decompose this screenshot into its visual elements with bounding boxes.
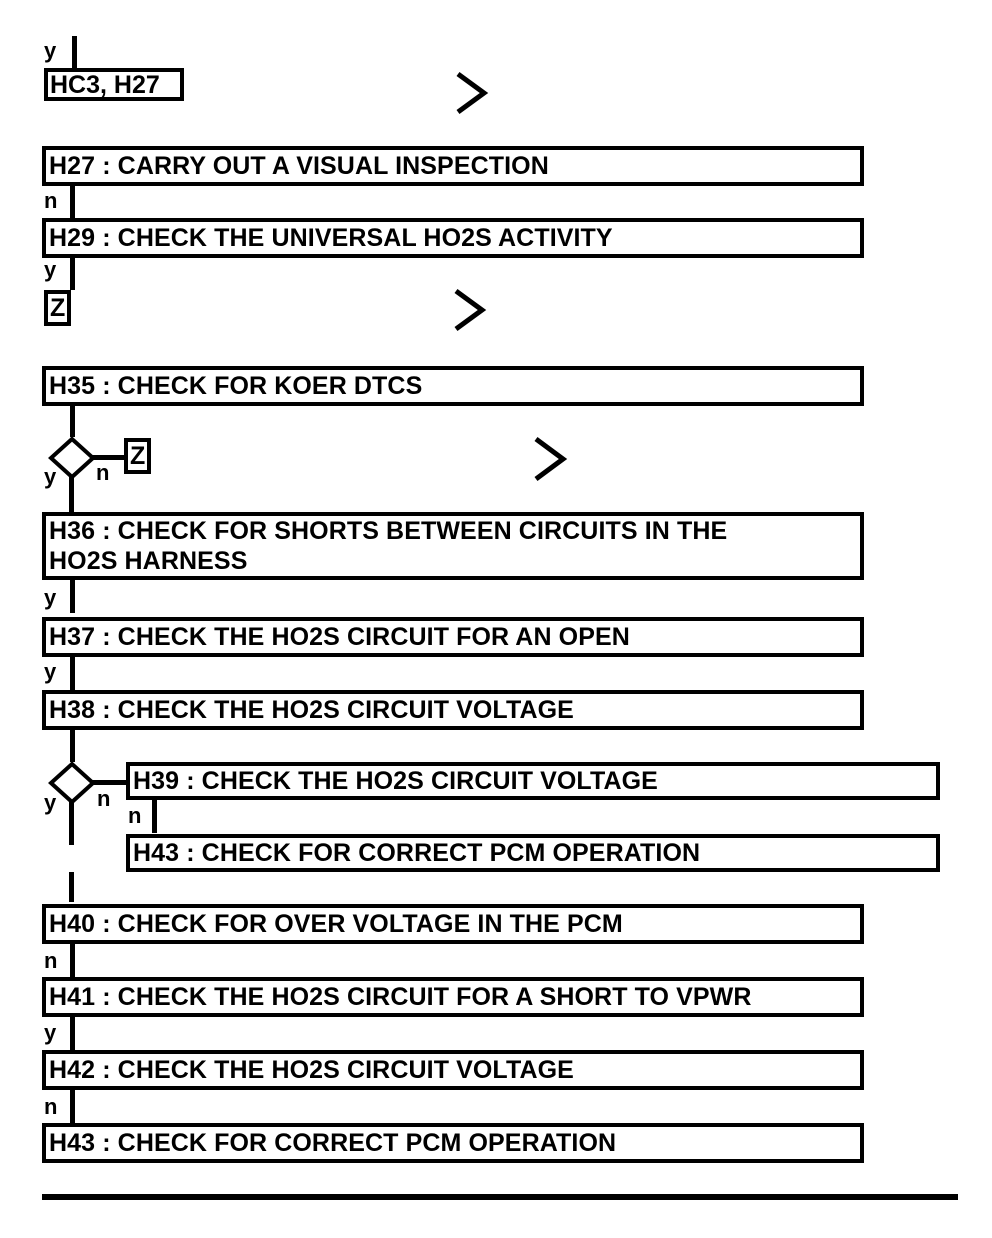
- step-label-h43-b: H43 : CHECK FOR CORRECT PCM OPERATION: [49, 1129, 617, 1157]
- connector-h29-to-z1: [70, 258, 75, 290]
- step-label-h29: H29 : CHECK THE UNIVERSAL HO2S ACTIVITY: [49, 224, 613, 252]
- step-box-h42[interactable]: H42 : CHECK THE HO2S CIRCUIT VOLTAGE: [42, 1050, 864, 1090]
- step-box-h40[interactable]: H40 : CHECK FOR OVER VOLTAGE IN THE PCM: [42, 904, 864, 944]
- step-box-h27[interactable]: H27 : CARRY OUT A VISUAL INSPECTION: [42, 146, 864, 186]
- branch-letter-h40-n: n: [44, 948, 58, 973]
- branch-letter-h29-y: y: [44, 257, 57, 282]
- connector-decision-2-y-lower: [69, 872, 74, 902]
- chevron-right-icon-3: [530, 433, 574, 490]
- step-box-h38[interactable]: H38 : CHECK THE HO2S CIRCUIT VOLTAGE: [42, 690, 864, 730]
- connector-h35-to-decision-1: [70, 406, 75, 437]
- connector-tag-entry[interactable]: HC3, H27: [44, 68, 184, 101]
- step-label-h39: H39 : CHECK THE HO2S CIRCUIT VOLTAGE: [133, 767, 658, 795]
- page-footer-rule: [42, 1194, 958, 1200]
- step-label-h40: H40 : CHECK FOR OVER VOLTAGE IN THE PCM: [49, 910, 623, 938]
- chevron-right-icon-1: [452, 68, 496, 123]
- connector-tag-entry-label: HC3, H27: [50, 70, 160, 99]
- branch-letter-h37-y: y: [44, 659, 57, 684]
- connector-tag-z-2-label: Z: [130, 442, 146, 470]
- branch-letter-decision-2-n: n: [97, 786, 111, 811]
- branch-letter-h39-n: n: [128, 803, 142, 828]
- connector-decision-2-n: [92, 780, 130, 785]
- connector-decision-2-y-upper: [69, 801, 74, 845]
- connector-decision-1-n: [92, 455, 124, 460]
- branch-letter-decision-1-n: n: [96, 460, 110, 485]
- connector-h42-to-h43b: [70, 1090, 75, 1123]
- step-label-h37: H37 : CHECK THE HO2S CIRCUIT FOR AN OPEN: [49, 623, 630, 651]
- connector-decision-1-y: [69, 476, 74, 512]
- step-label-h35: H35 : CHECK FOR KOER DTCS: [49, 372, 423, 400]
- step-box-h35[interactable]: H35 : CHECK FOR KOER DTCS: [42, 366, 864, 406]
- branch-letter-entry-y: y: [44, 38, 57, 63]
- connector-h38-to-decision-2: [70, 730, 75, 762]
- connector-h27-to-h29: [70, 186, 75, 218]
- connector-h40-to-h41: [70, 944, 75, 977]
- branch-letter-decision-1-y: y: [44, 464, 57, 489]
- step-label-h43-a: H43 : CHECK FOR CORRECT PCM OPERATION: [133, 839, 701, 867]
- step-box-h43-b[interactable]: H43 : CHECK FOR CORRECT PCM OPERATION: [42, 1123, 864, 1163]
- step-box-h39[interactable]: H39 : CHECK THE HO2S CIRCUIT VOLTAGE: [126, 762, 940, 800]
- branch-letter-h41-y: y: [44, 1020, 57, 1045]
- step-label-h27: H27 : CARRY OUT A VISUAL INSPECTION: [49, 152, 549, 180]
- connector-tag-z-2[interactable]: Z: [124, 438, 151, 474]
- connector-entry-vline: [72, 36, 77, 68]
- connector-tag-z-1[interactable]: Z: [44, 290, 71, 326]
- step-box-h41[interactable]: H41 : CHECK THE HO2S CIRCUIT FOR A SHORT…: [42, 977, 864, 1017]
- chevron-right-icon-2: [450, 285, 494, 340]
- branch-letter-h42-n: n: [44, 1094, 58, 1119]
- step-box-h37[interactable]: H37 : CHECK THE HO2S CIRCUIT FOR AN OPEN: [42, 617, 864, 657]
- connector-h37-to-h38: [70, 657, 75, 690]
- step-box-h43-a[interactable]: H43 : CHECK FOR CORRECT PCM OPERATION: [126, 834, 940, 872]
- branch-letter-h36-y: y: [44, 585, 57, 610]
- connector-h36-to-h37: [70, 580, 75, 613]
- step-label-h38: H38 : CHECK THE HO2S CIRCUIT VOLTAGE: [49, 696, 574, 724]
- step-label-h36: H36 : CHECK FOR SHORTS BETWEEN CIRCUITS …: [49, 517, 728, 575]
- connector-h41-to-h42: [70, 1017, 75, 1050]
- branch-letter-decision-2-y: y: [44, 790, 57, 815]
- step-box-h29[interactable]: H29 : CHECK THE UNIVERSAL HO2S ACTIVITY: [42, 218, 864, 258]
- connector-tag-z-1-label: Z: [50, 294, 66, 322]
- connector-h39-to-h43a: [152, 800, 157, 833]
- branch-letter-h27-n: n: [44, 188, 58, 213]
- step-box-h36[interactable]: H36 : CHECK FOR SHORTS BETWEEN CIRCUITS …: [42, 512, 864, 580]
- step-label-h42: H42 : CHECK THE HO2S CIRCUIT VOLTAGE: [49, 1056, 574, 1084]
- step-label-h41: H41 : CHECK THE HO2S CIRCUIT FOR A SHORT…: [49, 983, 752, 1011]
